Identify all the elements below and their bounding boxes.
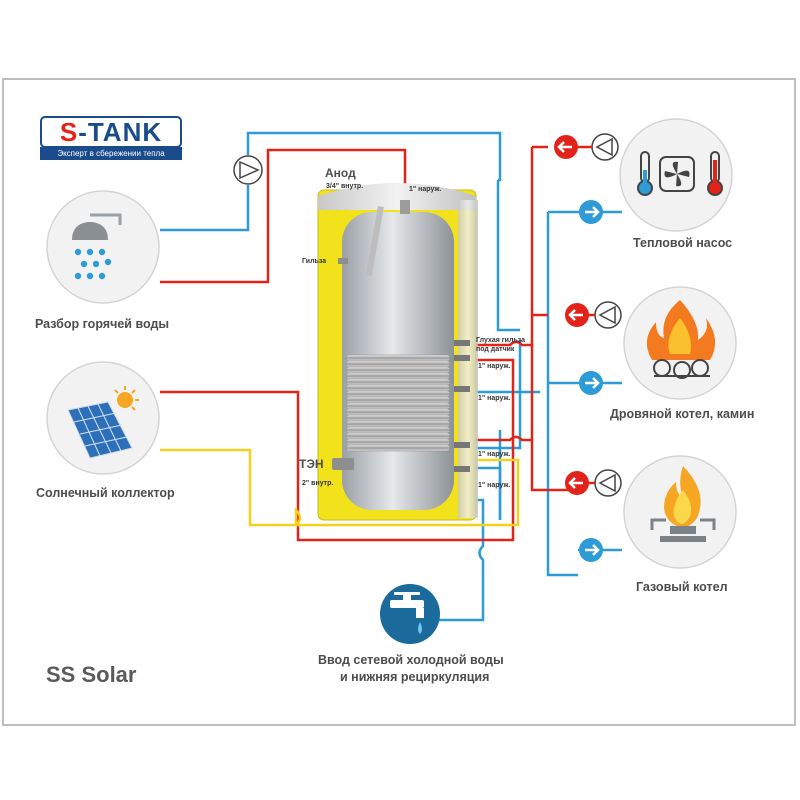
label-heat-pump: Тепловой насос xyxy=(633,236,733,250)
solar-panel-icon xyxy=(67,386,139,459)
cold-inlet-node xyxy=(380,584,440,644)
thermometer-fan-icon xyxy=(637,151,723,196)
gas-boiler-node xyxy=(623,455,737,569)
circulation-pump-left xyxy=(233,155,263,185)
pump-wood-circuit xyxy=(594,301,622,329)
pipe-solar-hot xyxy=(160,358,515,542)
cold-flow-arrows xyxy=(579,200,603,562)
top-outlet-fitting xyxy=(400,200,410,214)
solar-node xyxy=(46,361,160,475)
label-solar: Солнечный коллектор xyxy=(36,486,175,500)
coil-turn xyxy=(345,438,451,446)
coil-turn xyxy=(345,372,451,380)
coil-turn xyxy=(345,432,451,440)
heat-exchanger-coil xyxy=(345,354,451,452)
shower-icon xyxy=(72,213,122,280)
label-gas-boiler: Газовый котел xyxy=(636,580,728,594)
brand-name: S-TANK xyxy=(40,116,182,148)
label-top-outlet: 1" наруж. xyxy=(409,186,442,193)
label-cold-inlet-line1: Ввод сетевой холодной воды xyxy=(318,653,504,667)
label-port-1: 1" наруж. xyxy=(478,363,511,370)
label-port-3: 1" наруж. xyxy=(478,451,511,458)
pipe-supply-trunk xyxy=(530,147,578,492)
hot-flow-arrows xyxy=(554,135,589,495)
faucet-icon xyxy=(390,592,424,634)
coil-turn xyxy=(345,444,451,452)
fire-icon xyxy=(646,300,716,379)
coil-turn xyxy=(345,408,451,416)
coil-turn xyxy=(345,426,451,434)
brand-tagline: Эксперт в сбережении тепла xyxy=(40,147,182,160)
pipe-return-trunk xyxy=(546,212,578,577)
pump-gas-circuit xyxy=(594,469,622,497)
solar-pipes xyxy=(160,448,520,527)
coil-turn xyxy=(345,402,451,410)
pipe-solar-return xyxy=(160,448,520,527)
coil-turn xyxy=(345,366,451,374)
coil-turn xyxy=(345,390,451,398)
coil-turn xyxy=(345,384,451,392)
pipe-cold-inlet xyxy=(430,498,485,622)
label-port-2: 1" наруж. xyxy=(478,395,511,402)
gas-flame-icon xyxy=(650,466,716,542)
right-pumps xyxy=(554,133,622,562)
coil-turn xyxy=(345,360,451,368)
label-blind-sleeve-2: под датчик xyxy=(476,346,515,353)
label-sleeve: Гильза xyxy=(302,258,327,265)
label-blind-sleeve-1: Глухая гильза xyxy=(476,337,526,344)
cold-pipes xyxy=(160,131,578,622)
pipe-hot-draw xyxy=(160,148,407,284)
sleeve-fitting xyxy=(338,258,348,264)
diagram-frame xyxy=(2,78,796,726)
pump-heat-pump-circuit xyxy=(591,133,619,161)
coil-turn xyxy=(345,396,451,404)
coil-turn xyxy=(345,354,451,362)
heater-fitting xyxy=(332,458,354,470)
storage-tank xyxy=(317,183,478,521)
hot-pipes xyxy=(160,145,578,542)
coil-turn xyxy=(345,414,451,422)
brand-logo: S-TANK Эксперт в сбережении тепла xyxy=(40,116,182,162)
model-name: SS Solar xyxy=(46,662,137,687)
shower-node xyxy=(46,190,160,304)
label-anode-size: 3/4" внутр. xyxy=(326,183,364,190)
pipe-hot-draw-return xyxy=(160,185,250,232)
wood-boiler-node xyxy=(623,286,737,400)
label-heater: ТЭН xyxy=(299,457,324,471)
heat-pump-node xyxy=(619,118,733,232)
label-wood-boiler: Дровяной котел, камин xyxy=(610,407,755,421)
label-anode: Анод xyxy=(325,166,356,180)
pipe-top-loop xyxy=(246,131,502,182)
label-cold-inlet-line2: и нижняя рециркуляция xyxy=(340,670,490,684)
coil-turn xyxy=(345,378,451,386)
label-port-4: 1" наруж. xyxy=(478,482,511,489)
label-hot-water: Разбор горячей воды xyxy=(35,317,170,331)
coil-turn xyxy=(345,420,451,428)
anode-rod xyxy=(365,205,384,276)
label-heater-size: 2" внутр. xyxy=(302,480,334,487)
